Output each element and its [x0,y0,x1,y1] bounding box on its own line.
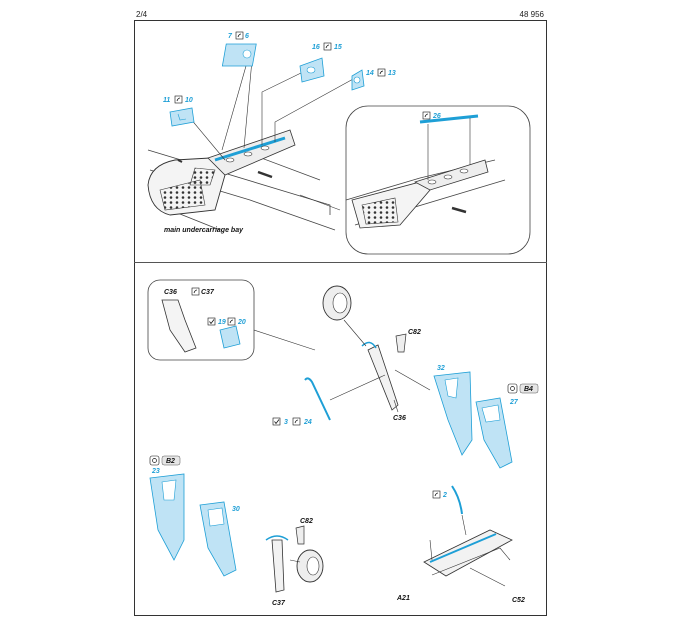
callout-16-right: 15 [334,44,342,51]
etched-rod-3-24 [304,377,331,421]
callout-14-left: 14 [366,70,374,77]
callout-26: 26 [432,113,441,120]
label-c37-inset: C37 [201,289,215,296]
callout-14-right: 13 [388,70,396,77]
gear-door-32 [433,371,473,456]
wheel-bottom [289,549,324,583]
label-3: 3 [284,419,288,426]
etched-part-14-13 [351,69,365,91]
callout-7-left: 7 [228,33,233,40]
gear-door-30 [199,501,237,577]
label-c36-inset: C36 [164,289,177,296]
label-23: 23 [151,468,160,475]
label-c37: C37 [272,600,286,607]
label-a21: A21 [396,595,410,602]
label-b2: B2 [166,458,175,465]
main-leg-c37 [265,525,305,593]
label-2: 2 [442,492,447,499]
etched-part-7-6 [221,43,257,67]
etched-part-16-15 [299,57,325,83]
detail-inset-bottom [147,279,316,361]
main-leg-c36 [361,333,407,411]
tail-part-a21-c52 [423,485,513,587]
main-wheel [322,285,352,321]
detail-inset-top [345,105,531,255]
label-19: 19 [218,319,226,326]
kit-number: 48 956 [519,10,544,19]
bend-icon [174,31,441,499]
leader-lines-bottom [329,319,431,413]
label-24: 24 [303,419,312,426]
label-c82-bottom: C82 [300,518,313,525]
label-30: 30 [232,506,240,513]
callout-11-right: 10 [185,97,193,104]
caption-undercarriage-bay: main undercarriage bay [164,227,244,234]
label-27: 27 [509,399,519,406]
label-c82-top: C82 [408,329,421,336]
label-c36: C36 [393,415,406,422]
callout-16-left: 16 [312,44,320,51]
page-number: 2/4 [136,10,148,19]
callout-7-right: 6 [245,33,249,40]
remove-plastic-icon [149,383,539,466]
label-c52: C52 [512,597,525,604]
gear-door-27 [475,397,513,469]
section-divider [134,262,547,263]
undercarriage-bay [147,129,296,216]
check-icon [207,317,281,426]
callout-11-left: 11 [163,97,170,104]
leader-lines-top [189,59,356,211]
label-20: 20 [237,319,246,326]
gear-door-23 [149,473,185,561]
etched-part-11-10 [169,107,195,127]
label-32: 32 [437,365,445,372]
label-b4: B4 [524,386,533,393]
instruction-sheet-border [134,20,547,616]
